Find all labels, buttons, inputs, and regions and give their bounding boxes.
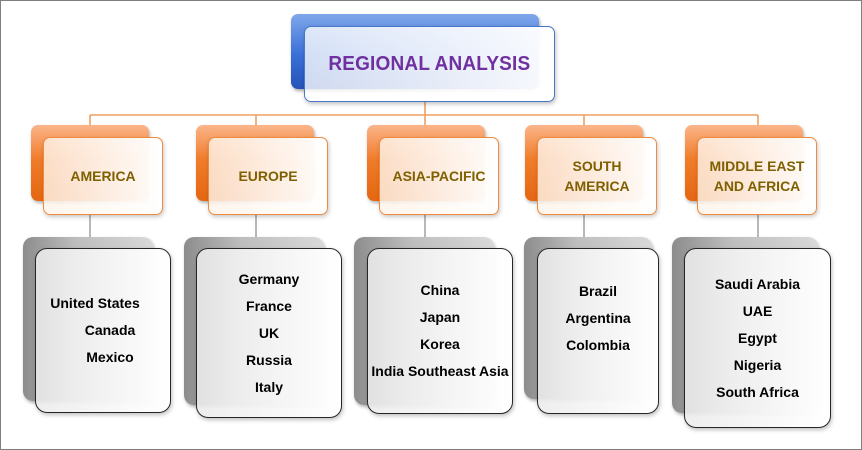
country-card-mea: Saudi Arabia UAE Egypt Nigeria South Afr… [684,248,831,428]
country-list-south-america: Brazil Argentina Colombia [565,278,630,359]
region-label-america: AMERICA [70,168,136,184]
country-item: Saudi Arabia [714,275,801,292]
country-card-america: United States Canada Mexico [35,248,171,413]
country-item: Korea [420,336,460,352]
country-item: UAE [742,302,773,319]
region-card-mea: MIDDLE EAST AND AFRICA [697,137,817,215]
country-item: Brazil [578,282,618,299]
diagram-title: REGIONAL ANALYSIS [328,52,531,75]
country-item: China [420,282,460,298]
country-item: Germany [238,270,300,287]
country-item: Nigeria [733,356,782,373]
country-card-south-america: Brazil Argentina Colombia [537,248,659,414]
country-item: Russia [246,351,292,368]
country-item: Mexico [86,349,134,365]
country-list-america: United States Canada Mexico [50,290,139,371]
country-card-europe: Germany France UK Russia Italy [196,248,342,418]
region-card-america: AMERICA [43,137,163,215]
region-card-europe: EUROPE [208,137,328,215]
country-item: India Southeast Asia [371,363,509,379]
country-card-asia-pacific: China Japan Korea India Southeast Asia [367,248,513,414]
country-item: Japan [419,309,461,325]
region-label-south-america: SOUTH AMERICA [564,158,630,194]
country-list-europe: Germany France UK Russia Italy [239,266,300,401]
region-label-asia-pacific: ASIA-PACIFIC [392,168,486,184]
country-item: Italy [254,378,283,395]
country-item: South Africa [716,383,799,400]
country-item: United States [50,295,140,311]
country-item: Egypt [738,329,777,346]
country-item: Colombia [566,336,630,353]
title-card: REGIONAL ANALYSIS [304,26,555,102]
country-item: Canada [84,322,136,338]
country-item: France [246,297,292,314]
region-label-mea: MIDDLE EAST AND AFRICA [709,158,805,194]
region-card-asia-pacific: ASIA-PACIFIC [379,137,499,215]
country-item: Argentina [565,309,631,326]
country-list-mea: Saudi Arabia UAE Egypt Nigeria South Afr… [715,271,800,406]
region-card-south-america: SOUTH AMERICA [537,137,657,215]
region-label-europe: EUROPE [238,168,298,184]
country-item: UK [258,324,280,341]
country-list-asia-pacific: China Japan Korea India Southeast Asia [371,277,508,385]
